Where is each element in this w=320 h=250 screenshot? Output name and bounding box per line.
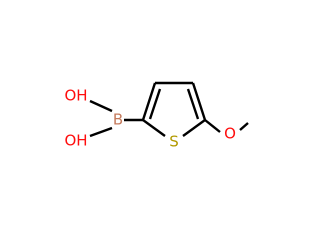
atom-labels: OH OH B S O [64, 87, 235, 151]
bonds [89, 81, 249, 138]
bond-c4-c5-inner [186, 88, 200, 120]
hydroxyl-bottom-label: OH [64, 132, 87, 150]
chemical-structure: OH OH B S O [64, 81, 249, 151]
bond-c5-o [204, 119, 221, 133]
bond-o-ch2 [239, 122, 249, 131]
hydroxyl-top-label: OH [64, 87, 87, 105]
bond-c5-s [182, 119, 206, 137]
boron-label: B [113, 111, 123, 129]
ether-oxygen-label: O [224, 125, 236, 143]
bond-b-oh-top [89, 99, 113, 113]
bond-c4-c5 [191, 82, 207, 121]
bond-c2-c3-inner [148, 88, 162, 120]
bond-c2-c3 [141, 82, 157, 121]
bond-s-c2 [142, 119, 166, 137]
sulfur-label: S [169, 133, 179, 151]
bond-b-oh-bottom [89, 126, 113, 138]
